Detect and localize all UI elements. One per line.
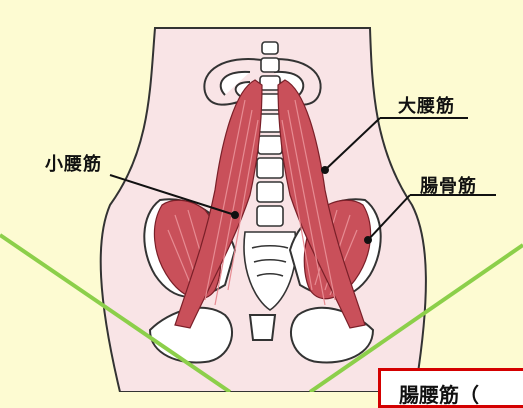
caption-box: 腸腰筋（ (378, 368, 523, 408)
label-iliacus: 腸骨筋 (420, 172, 477, 198)
label-psoas-minor: 小腰筋 (45, 150, 102, 176)
label-psoas-major: 大腰筋 (398, 92, 455, 118)
caption-text: 腸腰筋（ (399, 383, 479, 407)
